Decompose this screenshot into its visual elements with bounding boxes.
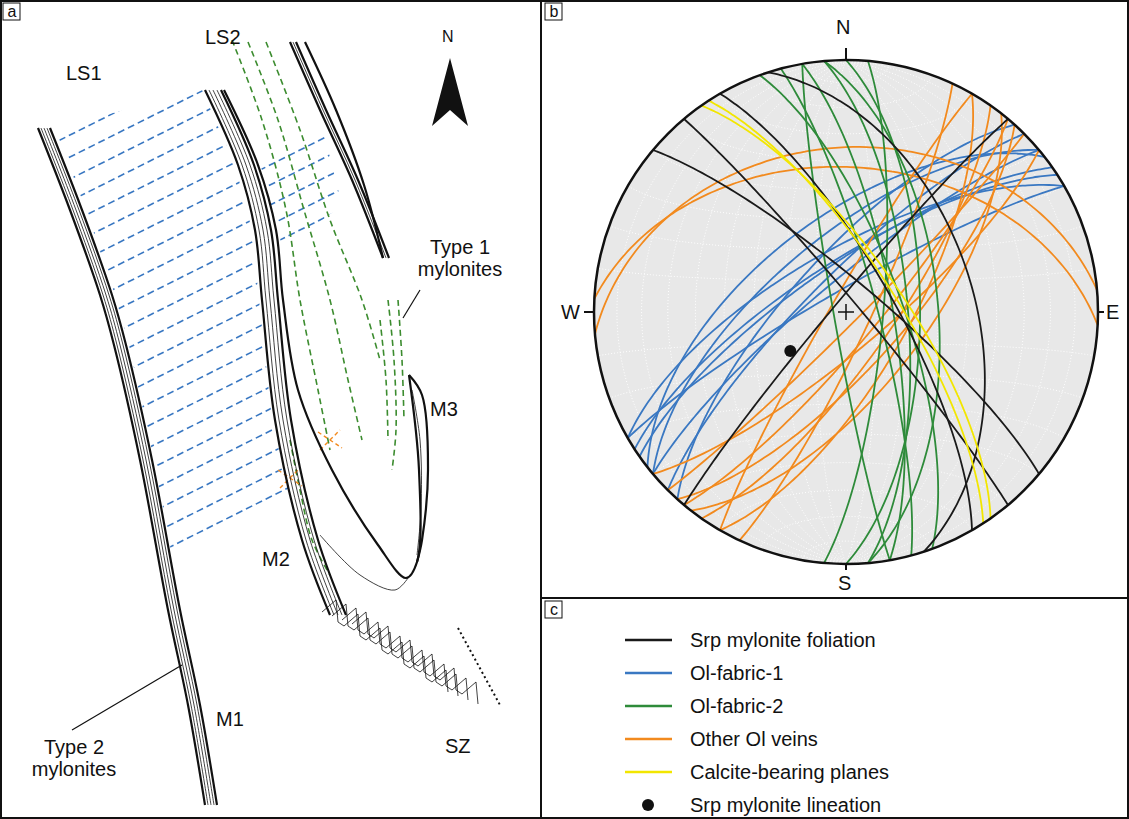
lineation-label: LS1 [66, 62, 102, 84]
foliation-plane [684, 119, 1008, 505]
legend-line-sample [625, 672, 672, 675]
lineation-ls1 [0, 0, 340, 632]
shear-zone [322, 600, 500, 705]
mylonite-band-m1 [38, 128, 217, 805]
panel-letter: c [546, 601, 562, 619]
ol-vein-planes [594, 84, 1097, 541]
ol-vein-plane [720, 94, 973, 530]
ol-vein-plane [668, 134, 1024, 490]
lineation-point [784, 345, 796, 357]
legend-label: Ol-fabric-2 [690, 695, 783, 717]
leader-lines [72, 290, 420, 730]
foliation-plane [720, 94, 972, 530]
legend-dot-sample [642, 799, 654, 811]
legend-line-sample [625, 771, 672, 774]
panel-letter-box [545, 3, 562, 20]
foliation-plane [768, 72, 985, 551]
mylonite-label: M1 [216, 708, 244, 730]
foliation-planes [653, 72, 1039, 551]
compass-label: S [838, 572, 851, 594]
map-sketch [0, 0, 500, 805]
schmidt-net [598, 60, 1094, 564]
north-arrow [432, 58, 468, 126]
legend-samples [625, 640, 672, 811]
compass-label: N [836, 16, 850, 38]
ol-fabric-2-plane [760, 75, 938, 549]
ol-vein-plane [595, 147, 1097, 334]
legend-line-sample [625, 705, 672, 708]
panel-letter: a [4, 3, 20, 21]
ol-vein-plane [684, 119, 1008, 505]
legend-label: Ol-fabric-1 [690, 662, 783, 684]
legend-label: Srp mylonite foliation [690, 629, 876, 651]
shear-zone-label: SZ [445, 735, 471, 757]
ol-fabric-2-plane [824, 61, 940, 563]
compass-ticks [584, 48, 1104, 570]
mylonite-band-m2 [205, 90, 421, 615]
mylonite-band-m3 [409, 375, 428, 562]
stereonet [584, 48, 1104, 570]
legend-label: Srp mylonite lineation [690, 794, 881, 816]
foliation-plane [684, 119, 1008, 505]
calcite-plane [701, 106, 990, 519]
mylonite-type-label: Type 2 mylonites [22, 736, 126, 780]
legend-line-sample [625, 639, 672, 642]
lineation-ls2 [232, 40, 404, 575]
panel-letter: b [546, 3, 562, 21]
legend-label: Calcite-bearing planes [690, 761, 889, 783]
foliation-plane [653, 150, 1039, 474]
mylonite-lens [290, 42, 389, 258]
lineation-ls1-east [200, 120, 360, 380]
ol-vein-plane [720, 94, 972, 530]
mylonite-label: M3 [430, 398, 458, 420]
lineation-label: LS2 [205, 26, 241, 48]
panel-letter-box [545, 601, 562, 618]
ol-fabric-1-plane [647, 153, 1044, 467]
ol-fabric-1-plane [668, 134, 1024, 490]
ol-fabric-1-plane [640, 167, 1053, 456]
legend-label: Other Ol veins [690, 728, 818, 750]
compass-label: E [1106, 301, 1119, 323]
mylonite-type-label: Type 1 mylonites [408, 236, 512, 280]
calcite-plane [709, 101, 983, 524]
orange-vein-marks [278, 430, 342, 488]
ol-fabric-2-plane [802, 64, 890, 560]
mylonite-label: M2 [262, 548, 290, 570]
compass-label: W [561, 301, 580, 323]
calcite-planes [701, 101, 990, 524]
north-label: N [442, 28, 454, 46]
ol-fabric-2-plane [824, 61, 910, 563]
ol-fabric-2-plane [824, 61, 887, 563]
ol-fabric-1-plane [628, 185, 1064, 438]
ol-vein-plane [594, 167, 1097, 325]
legend-line-sample [625, 738, 672, 741]
panel-letter-box [3, 3, 20, 20]
